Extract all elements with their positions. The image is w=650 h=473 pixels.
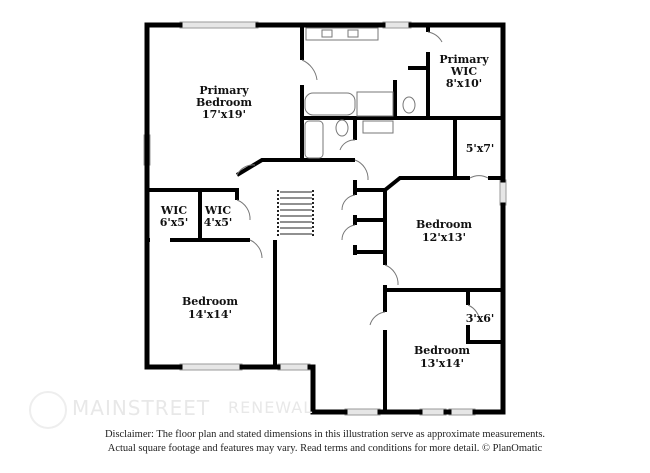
svg-text:8'x10': 8'x10' [446, 77, 482, 90]
svg-text:17'x19': 17'x19' [202, 108, 246, 121]
doors [236, 31, 489, 326]
window [277, 363, 311, 371]
door-swing [467, 304, 481, 323]
sink-icon [321, 29, 333, 38]
sink-icon [362, 120, 394, 134]
room-label-closet-5x7: 5'x7' [466, 142, 495, 155]
window [344, 408, 381, 416]
exterior-walls [144, 22, 506, 415]
disclaimer-line1: Disclaimer: The floor plan and stated di… [104, 429, 546, 440]
door-swing [427, 31, 443, 43]
door-swing [339, 139, 356, 151]
door-swing [341, 224, 356, 241]
bath-fixtures [304, 27, 416, 159]
window [179, 363, 243, 371]
toilet-icon [402, 96, 416, 114]
door-swing [236, 199, 251, 221]
svg-text:WIC: WIC [450, 65, 477, 78]
door-swing [384, 264, 399, 286]
svg-text:WIC: WIC [160, 204, 187, 217]
svg-text:4'x5': 4'x5' [204, 216, 233, 229]
svg-text:Primary: Primary [439, 53, 489, 66]
window [448, 408, 476, 416]
svg-text:Bedroom: Bedroom [182, 295, 238, 308]
staircase [277, 190, 314, 238]
svg-text:Bedroom: Bedroom [416, 218, 472, 231]
svg-text:Bedroom: Bedroom [414, 344, 470, 357]
watermark-logo [29, 391, 67, 429]
window [419, 408, 447, 416]
vanity [305, 27, 379, 41]
interior-walls [147, 25, 503, 412]
window [382, 21, 412, 29]
room-label-bedroom-13x14: Bedroom 13'x14' [414, 344, 470, 370]
window [179, 21, 259, 29]
watermark-line2: RENEWAL [228, 398, 314, 417]
room-label-wic-b: WIC 4'x5' [204, 204, 233, 229]
bathtub-icon [304, 92, 356, 116]
window [499, 179, 507, 206]
svg-text:12'x13': 12'x13' [422, 231, 466, 244]
svg-text:6'x5': 6'x5' [160, 216, 189, 229]
room-label-bedroom-14x14: Bedroom 14'x14' [182, 295, 238, 321]
door-swing [236, 164, 256, 176]
door-swing [469, 175, 489, 179]
svg-text:13'x14': 13'x14' [420, 357, 464, 370]
watermark-line1: MAINSTREET [72, 396, 211, 420]
door-swing [354, 159, 369, 181]
toilet-icon [335, 119, 349, 137]
room-label-wic-a: WIC 6'x5' [160, 204, 189, 229]
door-swing [301, 59, 318, 81]
door-swing [369, 311, 386, 326]
room-label-closet-3x6: 3'x6' [466, 312, 495, 325]
room-label-bedroom-12x13: Bedroom 12'x13' [416, 218, 472, 244]
svg-text:Primary: Primary [199, 84, 249, 97]
door-swing [341, 194, 356, 211]
bathtub-icon [304, 120, 324, 159]
shower-icon [356, 91, 394, 117]
svg-text:Bedroom: Bedroom [196, 96, 252, 109]
room-label-primary-wic: Primary WIC 8'x10' [439, 53, 489, 90]
sink-icon [347, 29, 359, 38]
room-label-primary-bedroom: Primary Bedroom 17'x19' [196, 84, 252, 121]
door-swing [249, 239, 263, 259]
svg-text:WIC: WIC [204, 204, 231, 217]
svg-text:14'x14': 14'x14' [188, 308, 232, 321]
disclaimer-line2: Actual square footage and features may v… [107, 443, 543, 454]
